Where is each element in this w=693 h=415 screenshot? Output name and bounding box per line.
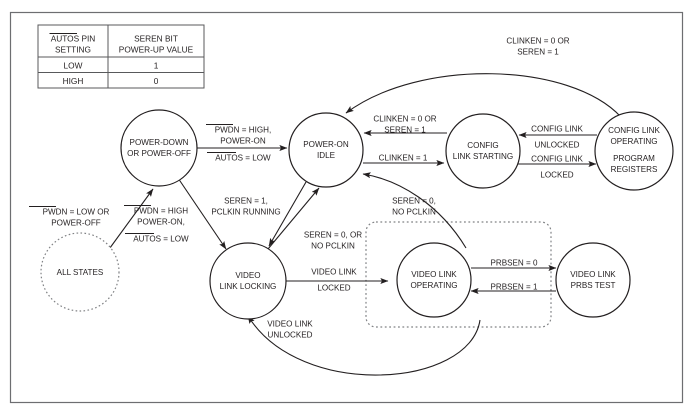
video-link-prbs-label-line-1: VIDEO LINK [570, 270, 616, 279]
label-cloidle-line2: SEREN = 1 [517, 48, 559, 57]
all-states-label: ALL STATES [57, 268, 104, 277]
state-node-power-down[interactable]: POWER-DOWN OR POWER-OFF [120, 109, 198, 187]
label-clunlock-line2: UNLOCKED [535, 141, 580, 150]
power-on-idle-label-line-1: POWER-ON [303, 140, 349, 149]
table-row-2-value: 0 [154, 76, 159, 86]
config-link-operating-label-line-4: REGISTERS [611, 165, 658, 174]
svg-text:PWDN = LOW OR: PWDN = LOW OR [43, 208, 110, 217]
state-node-config-link-operating[interactable]: CONFIG LINK OPERATING PROGRAM REGISTERS [594, 111, 674, 191]
label-pdidle-line3a: AUTOS [215, 154, 243, 163]
label-pdidle-line1a: PWDN [215, 126, 240, 135]
table-header-1-line-1: AUTOS PIN [51, 34, 96, 44]
label-vloidle-line1: SEREN = 0, [392, 197, 436, 206]
edge-power-on-idle-to-video-link-locking [268, 181, 307, 247]
edge-all-states-to-power-down [106, 188, 154, 253]
label-idlevll-line3a: AUTOS [133, 235, 161, 244]
table-row-2-setting: HIGH [63, 76, 84, 86]
label-idlevll-line1a: PWDN [134, 207, 159, 216]
config-link-operating-label-line-3: PROGRAM [613, 154, 655, 163]
config-link-starting-label-line-2: LINK STARTING [453, 152, 513, 161]
edge-config-link-operating-to-power-on-idle [345, 73, 622, 118]
label-idlevll-line3b: = LOW [161, 235, 189, 244]
label-cllock-line1: CONFIG LINK [531, 155, 583, 164]
label-pdvll-line2: PCLKIN RUNNING [211, 208, 280, 217]
video-link-operating-label-line-1: VIDEO LINK [411, 270, 457, 279]
video-link-operating-label-line-2: OPERATING [410, 281, 457, 290]
label-cllock-line2: LOCKED [540, 171, 573, 180]
edge-label-config-link-starting-to-power-on-idle: CLINKEN = 0 OR SEREN = 1 [373, 115, 436, 135]
label-clsidle-line2: SEREN = 1 [384, 126, 426, 135]
config-link-starting-label-line-1: CONFIG [467, 141, 498, 150]
table-row-1-setting: LOW [64, 61, 83, 71]
svg-text:PWDN = HIGH: PWDN = HIGH [134, 207, 188, 216]
edge-video-link-operating-to-power-on-idle [362, 172, 467, 249]
video-link-prbs-label-line-2: PRBS TEST [571, 281, 616, 290]
label-clunlock-line1: CONFIG LINK [531, 125, 583, 134]
svg-text:PWDN = HIGH,: PWDN = HIGH, [215, 126, 271, 135]
edge-label-power-on-idle-to-video-link-locking: PWDN = HIGH POWER-ON, AUTOS = LOW [124, 204, 189, 244]
edge-label-video-link-locked: VIDEO LINK LOCKED [311, 268, 357, 293]
edge-label-video-link-operating-to-power-on-idle: SEREN = 0, NO PCLKIN [392, 197, 436, 217]
label-vlllock-line1: VIDEO LINK [311, 268, 357, 277]
label-vloidle-line2: NO PCLKIN [392, 208, 436, 217]
state-node-video-link-operating[interactable]: VIDEO LINK OPERATING [396, 242, 472, 318]
svg-text:AUTOS = LOW: AUTOS = LOW [133, 235, 189, 244]
label-pdidle-line2: POWER-ON [220, 137, 266, 146]
power-down-label-line-2: OR POWER-OFF [127, 149, 191, 158]
label-prbsen-1: PRBSEN = 1 [490, 283, 538, 292]
label-idlevll-line1b: = HIGH [159, 207, 189, 216]
autos-seren-table: AUTOS PIN SETTING SEREN BIT POWER-UP VAL… [37, 24, 205, 89]
power-down-label-line-1: POWER-DOWN [130, 138, 189, 147]
edge-label-video-link-locking-to-power-on-idle: SEREN = 0, OR NO PCLKIN [304, 231, 362, 251]
label-vlounlock-line2: UNLOCKED [268, 331, 313, 340]
figure-border [9, 11, 684, 404]
label-cloidle-line1: CLINKEN = 0 OR [506, 37, 569, 46]
edge-power-down-to-video-link-locking [177, 177, 227, 250]
edge-label-config-link-locked: CONFIG LINK LOCKED [531, 155, 583, 180]
state-node-config-link-starting[interactable]: CONFIG LINK STARTING [445, 113, 521, 189]
label-pdidle-line3b: = LOW [243, 154, 271, 163]
label-vllidle-line1: SEREN = 0, OR [304, 231, 362, 240]
svg-text:AUTOS = LOW: AUTOS = LOW [215, 154, 271, 163]
config-link-operating-label-line-1: CONFIG LINK [608, 126, 660, 135]
label-idlevll-line2: POWER-ON, [137, 218, 185, 227]
edge-label-power-down-to-power-on-idle: PWDN = HIGH, POWER-ON AUTOS = LOW [206, 123, 271, 163]
table-header-1-line-2: SETTING [55, 45, 91, 55]
label-clinken-1: CLINKEN = 1 [379, 154, 428, 163]
label-prbsen-0: PRBSEN = 0 [490, 259, 538, 268]
edge-video-link-locking-to-power-on-idle [267, 187, 320, 250]
edge-label-video-link-unlocked: VIDEO LINK UNLOCKED [267, 320, 313, 340]
edge-label-config-link-unlocked: CONFIG LINK UNLOCKED [531, 125, 583, 150]
label-allpd-line2: POWER-OFF [51, 219, 101, 228]
label-vlllock-line2: LOCKED [317, 284, 350, 293]
label-vllidle-line2: NO PCLKIN [311, 242, 355, 251]
state-node-video-link-prbs-test[interactable]: VIDEO LINK PRBS TEST [555, 242, 631, 318]
state-node-power-on-idle[interactable]: POWER-ON IDLE [288, 112, 364, 188]
edge-label-config-link-operating-to-power-on-idle: CLINKEN = 0 OR SEREN = 1 [506, 37, 569, 57]
label-pdidle-line1b: = HIGH, [240, 126, 272, 135]
power-on-idle-label-line-2: IDLE [317, 151, 336, 160]
edge-video-link-operating-to-video-link-locking [247, 315, 481, 376]
label-allpd-line1b: = LOW OR [67, 208, 109, 217]
label-vlounlock-line1: VIDEO LINK [267, 320, 313, 329]
config-link-operating-label-line-2: OPERATING [610, 137, 657, 146]
video-link-locking-label-line-1: VIDEO [235, 271, 260, 280]
video-link-locking-label-line-2: LINK LOCKING [220, 282, 277, 291]
table-header-2-line-1: SEREN BIT [134, 34, 178, 44]
table-row-1-value: 1 [154, 61, 159, 71]
state-node-all-states[interactable]: ALL STATES [40, 232, 120, 312]
state-node-video-link-locking[interactable]: VIDEO LINK LOCKING [209, 242, 287, 320]
edge-label-all-states-to-power-down: PWDN = LOW OR POWER-OFF [29, 205, 110, 228]
label-clsidle-line1: CLINKEN = 0 OR [373, 115, 436, 124]
edge-label-power-down-to-video-link-locking: SEREN = 1, PCLKIN RUNNING [211, 197, 280, 217]
label-pdvll-line1: SEREN = 1, [224, 197, 268, 206]
label-allpd-line1a: PWDN [43, 208, 68, 217]
table-header-2-line-2: POWER-UP VALUE [119, 45, 194, 55]
